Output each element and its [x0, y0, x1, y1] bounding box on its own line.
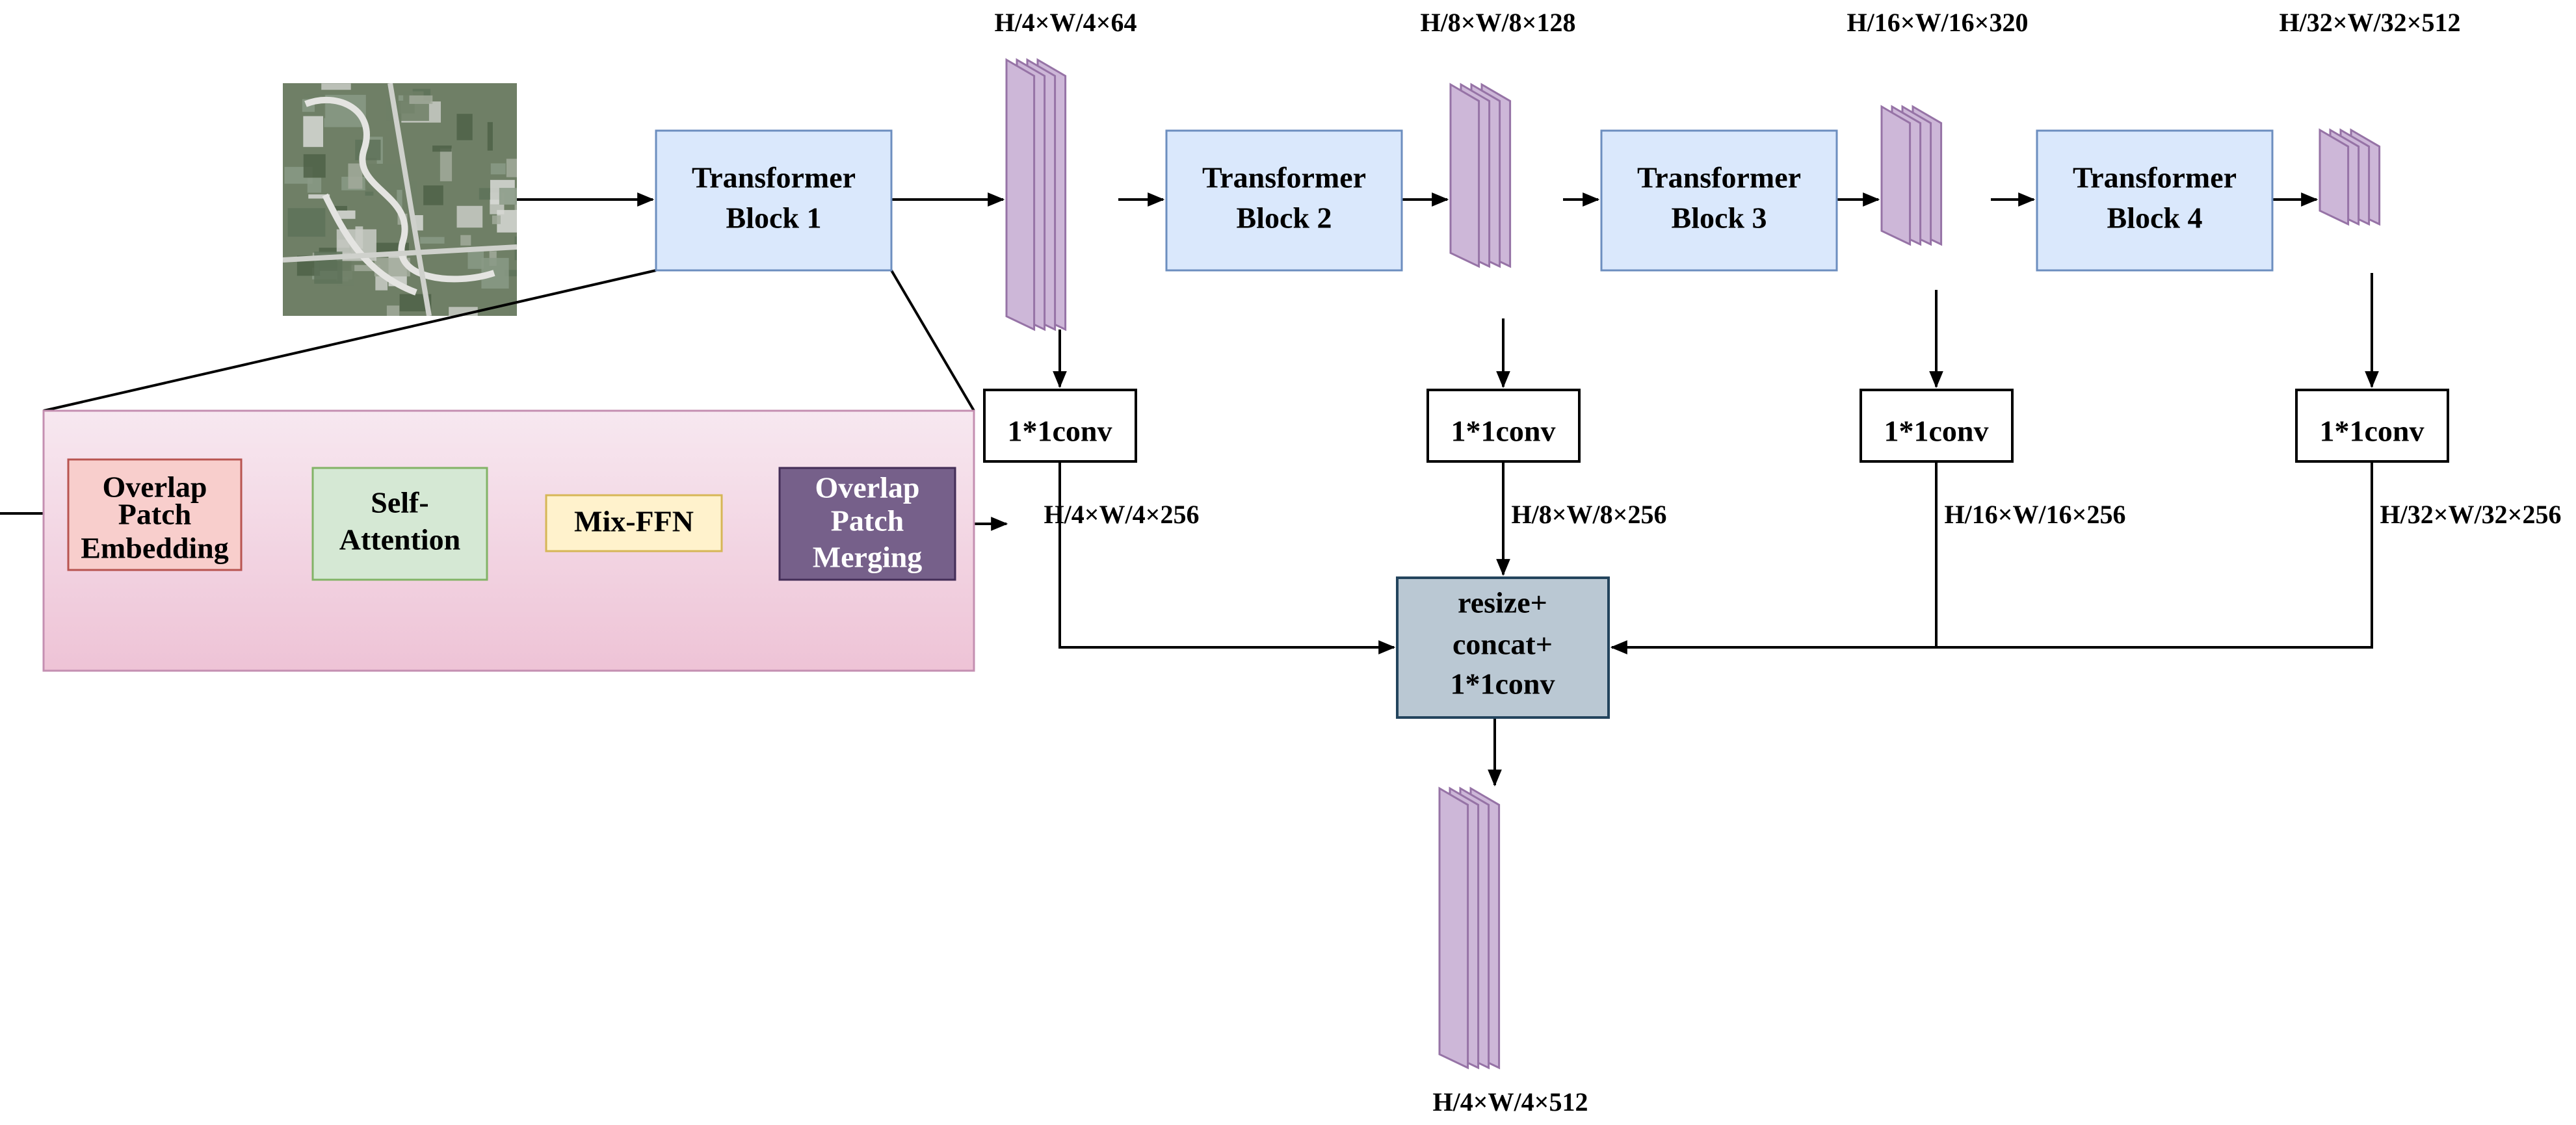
conv-1x1-3: 1*1conv — [1860, 389, 2014, 463]
zoom-line-left — [43, 269, 657, 412]
mix-ffn-label: Mix-FFN — [574, 505, 694, 538]
edges — [0, 192, 2379, 787]
output-feature-stack-slice-1 — [1438, 786, 1469, 1070]
transformer-block-1-line2: Block 1 — [726, 201, 822, 235]
fusion-line1: resize+ — [1458, 586, 1547, 619]
self-attention-line2: Attention — [339, 523, 461, 556]
conv-1x1-4: 1*1conv — [2295, 389, 2449, 463]
reduced-dim-1: H/4×W/4×256 — [1044, 500, 1200, 529]
feature-map-stack-1-slice-1 — [1005, 58, 1036, 331]
conv-1x1-1-label: 1*1conv — [1008, 415, 1112, 448]
feature-map-stack-2-slice-1 — [1449, 83, 1480, 268]
mix-ffn-node: Mix-FFN — [545, 494, 723, 552]
feature-map-stack-4 — [2319, 128, 2381, 226]
feature-dim-1: H/4×W/4×64 — [995, 8, 1137, 37]
output-dim: H/4×W/4×512 — [1433, 1087, 1588, 1117]
detail-panel: Overlap Patch Embedding Self- Attention … — [42, 409, 975, 672]
transformer-block-3: Transformer Block 3 — [1600, 129, 1838, 272]
zoom-line-right — [890, 269, 975, 412]
stage-2: Transformer Block 2 H/8×W/8×128 1*1conv … — [1165, 8, 1667, 529]
transformer-block-4-line2: Block 4 — [2107, 201, 2203, 235]
overlap-patch-embedding-line1: Overlap — [103, 471, 207, 504]
feature-map-stack-4-slice-1 — [2319, 128, 2350, 226]
overlap-patch-embedding-node: Overlap Patch Embedding — [67, 458, 243, 571]
feature-map-stack-3 — [1880, 105, 1943, 246]
stage-4: Transformer Block 4 H/32×W/32×512 1*1con… — [2036, 8, 2562, 529]
feature-map-stack-2 — [1449, 83, 1512, 268]
conv-1x1-3-label: 1*1conv — [1884, 415, 1989, 448]
overlap-patch-merging-line2: Patch — [831, 504, 904, 537]
edge-conv3-to-fusion — [1610, 461, 1938, 654]
transformer-block-4-line1: Transformer — [2073, 161, 2237, 194]
overlap-patch-embedding-line2: Patch — [118, 498, 191, 531]
overlap-patch-embedding-line3: Embedding — [81, 532, 229, 565]
stage-3: Transformer Block 3 H/16×W/16×320 1*1con… — [1600, 8, 2126, 529]
conv-1x1-4-label: 1*1conv — [2320, 415, 2425, 448]
aerial-image-icon — [283, 83, 517, 316]
conv-1x1-1: 1*1conv — [983, 389, 1137, 463]
reduced-dim-3: H/16×W/16×256 — [1945, 500, 2126, 529]
overlap-patch-merging-line1: Overlap — [815, 471, 920, 504]
conv-1x1-2-label: 1*1conv — [1451, 415, 1556, 448]
reduced-dim-4: H/32×W/32×256 — [2380, 500, 2562, 529]
feature-map-stack-3-slice-1 — [1880, 105, 1912, 246]
transformer-block-2-line1: Transformer — [1202, 161, 1366, 194]
self-attention-node: Self- Attention — [311, 467, 488, 581]
transformer-block-2-line2: Block 2 — [1237, 201, 1332, 235]
feature-dim-3: H/16×W/16×320 — [1847, 8, 2029, 37]
reduced-dim-2: H/8×W/8×256 — [1512, 500, 1667, 529]
conv-1x1-2: 1*1conv — [1426, 389, 1581, 463]
feature-map-stack-1 — [1005, 58, 1067, 331]
transformer-block-1: Transformer Block 1 — [655, 129, 893, 272]
feature-dim-4: H/32×W/32×512 — [2280, 8, 2461, 37]
output-feature-stack — [1438, 786, 1501, 1070]
transformer-block-2: Transformer Block 2 — [1165, 129, 1403, 272]
self-attention-line1: Self- — [371, 486, 428, 519]
overlap-patch-merging-node: Overlap Patch Merging — [778, 467, 956, 581]
stage-1: Transformer Block 1 H/4×W/4×64 1*1conv H… — [655, 8, 1200, 529]
fusion-line2: concat+ — [1452, 628, 1553, 661]
transformer-block-3-line2: Block 3 — [1672, 201, 1767, 235]
feature-dim-2: H/8×W/8×128 — [1421, 8, 1576, 37]
transformer-block-4: Transformer Block 4 — [2036, 129, 2274, 272]
fusion-node: resize+ concat+ 1*1conv — [1396, 576, 1610, 719]
transformer-block-3-line1: Transformer — [1637, 161, 1801, 194]
overlap-patch-merging-line3: Merging — [813, 541, 923, 574]
edge-conv4-to-fusion — [1936, 461, 2373, 649]
fusion-line3: 1*1conv — [1451, 667, 1555, 701]
edge-conv1-to-fusion — [1058, 461, 1396, 654]
transformer-block-1-line1: Transformer — [692, 161, 856, 194]
